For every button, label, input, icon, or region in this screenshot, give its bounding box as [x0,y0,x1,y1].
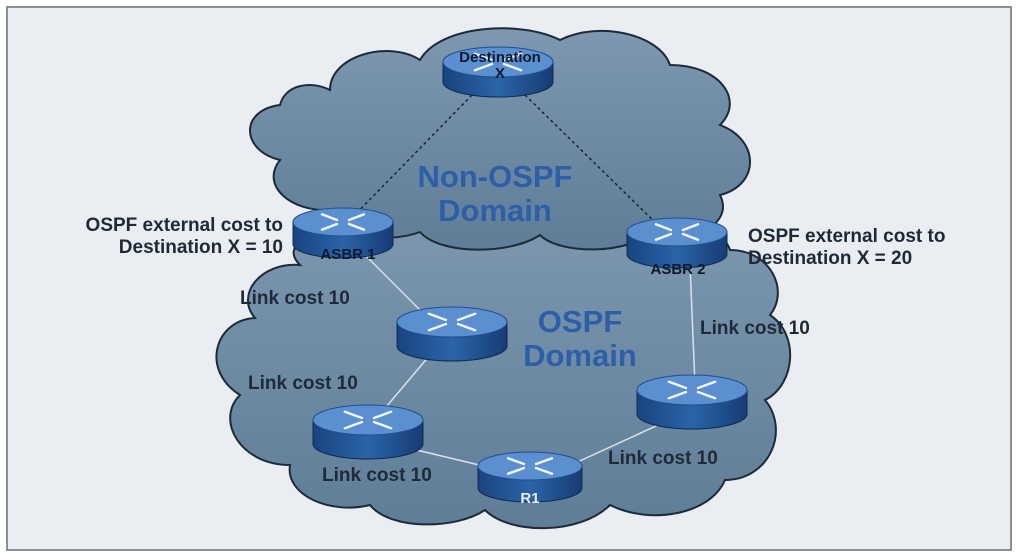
router-asbr1-icon [292,207,394,259]
link-cost-mid-left: Link cost 10 [248,373,358,394]
link-destination-asbr2 [524,94,666,233]
link-asbr2-right [689,264,696,386]
router-asbr2-icon [626,217,728,269]
link-destination-asbr1 [344,94,473,226]
router-label-r1: R1 [520,490,540,507]
link-cost-r1-right: Link cost 10 [608,448,718,469]
link-cost-left-r1: Link cost 10 [322,465,432,486]
router-mid-icon [396,306,508,362]
router-right-icon [636,374,748,430]
router-destination-icon [442,46,554,98]
router-label-asbr2: ASBR 2 [650,261,706,278]
ospf-domain-label: OSPF Domain [490,305,670,373]
ospf-domain-text: OSPF Domain [523,304,637,373]
non-ospf-domain-label: Non-OSPF Domain [395,160,595,228]
routers [292,46,748,503]
link-cost-asbr1-mid: Link cost 10 [240,288,350,309]
link-asbr1-mid [364,254,431,321]
asbr1-external-cost-note: OSPF external cost to Destination X = 10 [85,215,283,258]
non-ospf-domain-text: Non-OSPF Domain [417,159,573,228]
router-label-destination: Destination X [459,49,541,82]
router-r1-icon [477,451,583,503]
router-left-icon [312,404,424,460]
router-label-asbr1: ASBR 1 [320,246,376,263]
asbr2-external-cost-note: OSPF external cost to Destination X = 20 [748,226,946,269]
link-cost-asbr2-right: Link cost 10 [700,318,810,339]
